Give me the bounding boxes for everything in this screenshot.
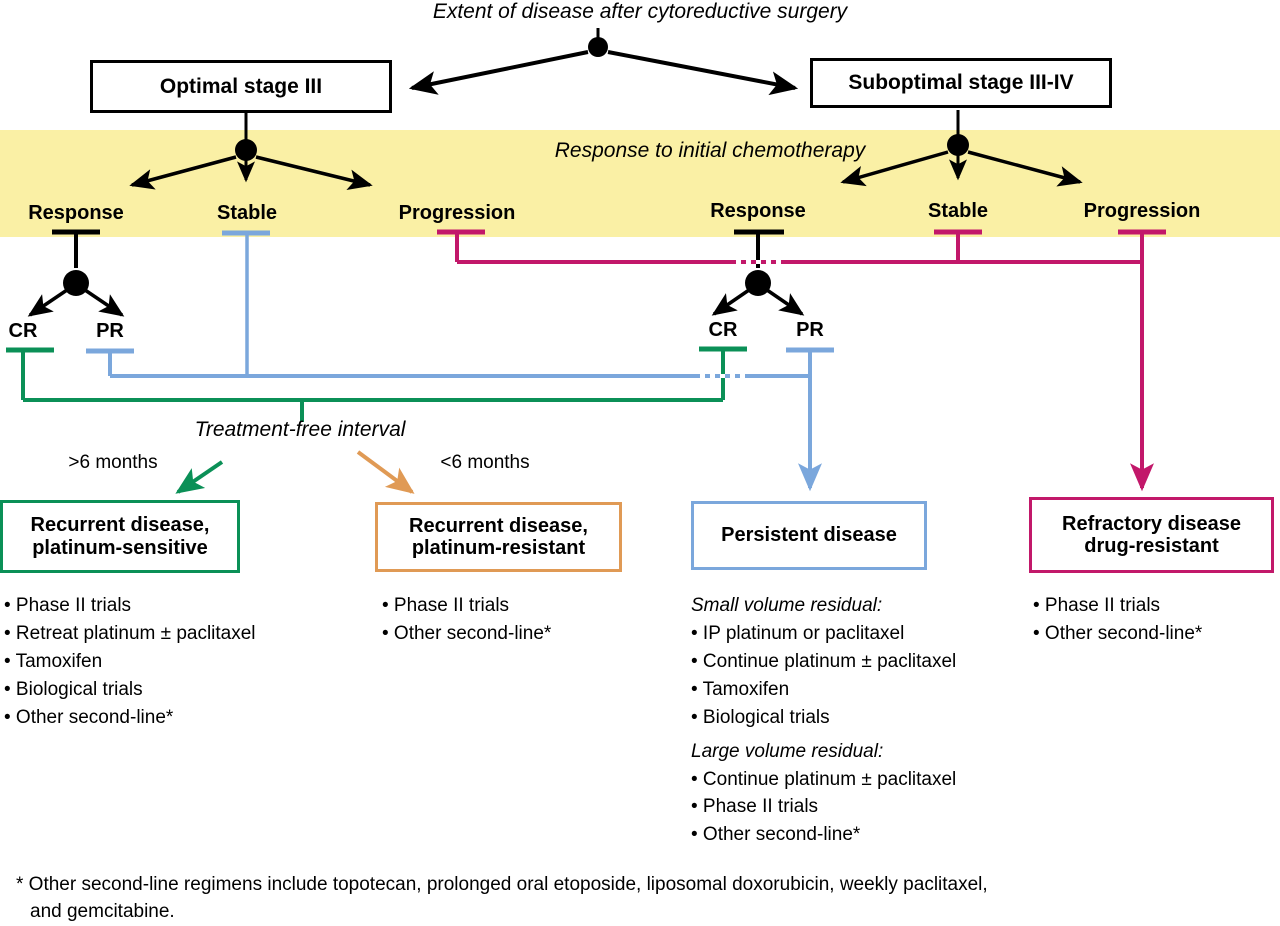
response-left-pr: PR xyxy=(96,320,124,342)
outcome-box-platinum-sensitive[interactable]: Recurrent disease, platinum-sensitive xyxy=(0,500,240,573)
response-right-cr: CR xyxy=(708,319,738,341)
list-item: • Other second-line* xyxy=(691,824,861,846)
branch-left-progression: Progression xyxy=(398,202,516,224)
footnote-line-1: * Other second-line regimens include top… xyxy=(16,874,988,895)
outcome-title-line1: Recurrent disease, xyxy=(409,514,588,537)
node-suboptimal-stage-label: Suboptimal stage III-IV xyxy=(848,71,1074,95)
list-item: • Tamoxifen xyxy=(4,650,103,672)
list-item: • Phase II trials xyxy=(4,595,132,616)
band-label: Response to initial chemotherapy xyxy=(554,139,866,162)
node-optimal-stage-label: Optimal stage III xyxy=(159,74,323,98)
outcome-box-refractory-disease[interactable]: Refractory disease drug-resistant xyxy=(1029,497,1274,573)
node-suboptimal-stage[interactable]: Suboptimal stage III-IV xyxy=(810,58,1112,108)
outcome-list-platinum-sensitive: • Phase II trials • Retreat platinum ± p… xyxy=(4,592,334,732)
branch-left-stable: Stable xyxy=(216,202,278,224)
outcome-list-platinum-resistant: • Phase II trials • Other second-line* xyxy=(382,592,682,648)
outcome-title-line2: platinum-resistant xyxy=(411,537,586,559)
list-item: • Phase II trials xyxy=(382,595,510,616)
list-item: • Tamoxifen xyxy=(691,678,790,700)
branch-right-stable: Stable xyxy=(927,200,989,222)
outcome-title-line2: drug-resistant xyxy=(1084,535,1219,557)
footnote-line-2: and gemcitabine. xyxy=(30,900,175,922)
response-left-cr: CR xyxy=(8,320,38,342)
outcome-list-refractory-disease: • Phase II trials • Other second-line* xyxy=(1033,592,1280,648)
interval-short-label: <6 months xyxy=(440,452,530,473)
list-item: • Continue platinum ± paclitaxel xyxy=(691,768,957,790)
outcome-title-line1: Refractory disease xyxy=(1062,512,1241,535)
outcome-box-persistent-disease[interactable]: Persistent disease xyxy=(691,501,927,570)
list-item: • Biological trials xyxy=(4,678,143,700)
list-item: • Phase II trials xyxy=(691,796,819,818)
treatment-free-interval-label: Treatment-free interval xyxy=(194,418,406,441)
outcome-title-line1: Persistent disease xyxy=(721,524,897,547)
list-item: • IP platinum or paclitaxel xyxy=(691,622,905,644)
response-right-pr: PR xyxy=(796,319,824,341)
list-item: • Other second-line* xyxy=(4,706,174,728)
branch-right-response: Response xyxy=(710,200,806,222)
node-optimal-stage[interactable]: Optimal stage III xyxy=(90,60,392,113)
list-item: • Other second-line* xyxy=(1033,622,1203,644)
list-subheading-large: Large volume residual: xyxy=(691,740,884,762)
footnote: * Other second-line regimens include top… xyxy=(16,872,1266,926)
outcome-title-line2: platinum-sensitive xyxy=(32,536,208,559)
interval-long-label: >6 months xyxy=(68,452,158,473)
list-item: • Biological trials xyxy=(691,706,830,728)
outcome-box-platinum-resistant[interactable]: Recurrent disease, platinum-resistant xyxy=(375,502,622,572)
list-item: • Other second-line* xyxy=(382,622,552,644)
outcome-list-persistent-disease: Small volume residual: • IP platinum or … xyxy=(691,592,1031,849)
list-subheading-small: Small volume residual: xyxy=(691,595,883,616)
list-item: • Phase II trials xyxy=(1033,595,1161,616)
branch-left-response: Response xyxy=(28,202,124,224)
list-item: • Retreat platinum ± paclitaxel xyxy=(4,622,256,644)
list-item: • Continue platinum ± paclitaxel xyxy=(691,650,957,672)
diagram-title: Extent of disease after cytoreductive su… xyxy=(432,0,848,23)
branch-right-progression: Progression xyxy=(1083,200,1201,222)
outcome-title-line1: Recurrent disease, xyxy=(30,514,210,537)
